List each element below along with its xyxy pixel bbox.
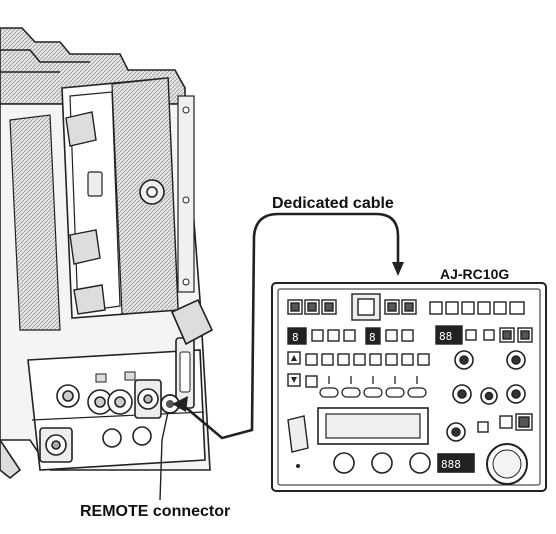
- cable-arrow-icon: [392, 262, 404, 276]
- lcd-display: [318, 408, 428, 444]
- round-buttons: [334, 453, 430, 473]
- svg-text:888: 888: [441, 458, 461, 471]
- svg-text:8: 8: [292, 331, 299, 344]
- jog-dial: [487, 444, 527, 484]
- remote-control-unit: 8 8 88: [272, 283, 546, 491]
- svg-text:88: 88: [439, 330, 452, 343]
- model-label: AJ-RC10G: [440, 266, 509, 282]
- camera-body: [0, 28, 212, 478]
- remote-connector-label: REMOTE connector: [80, 503, 230, 521]
- dedicated-cable-label: Dedicated cable: [272, 195, 394, 213]
- digital-readout: 888: [438, 454, 474, 472]
- svg-text:8: 8: [369, 331, 376, 344]
- side-handle: [288, 416, 308, 452]
